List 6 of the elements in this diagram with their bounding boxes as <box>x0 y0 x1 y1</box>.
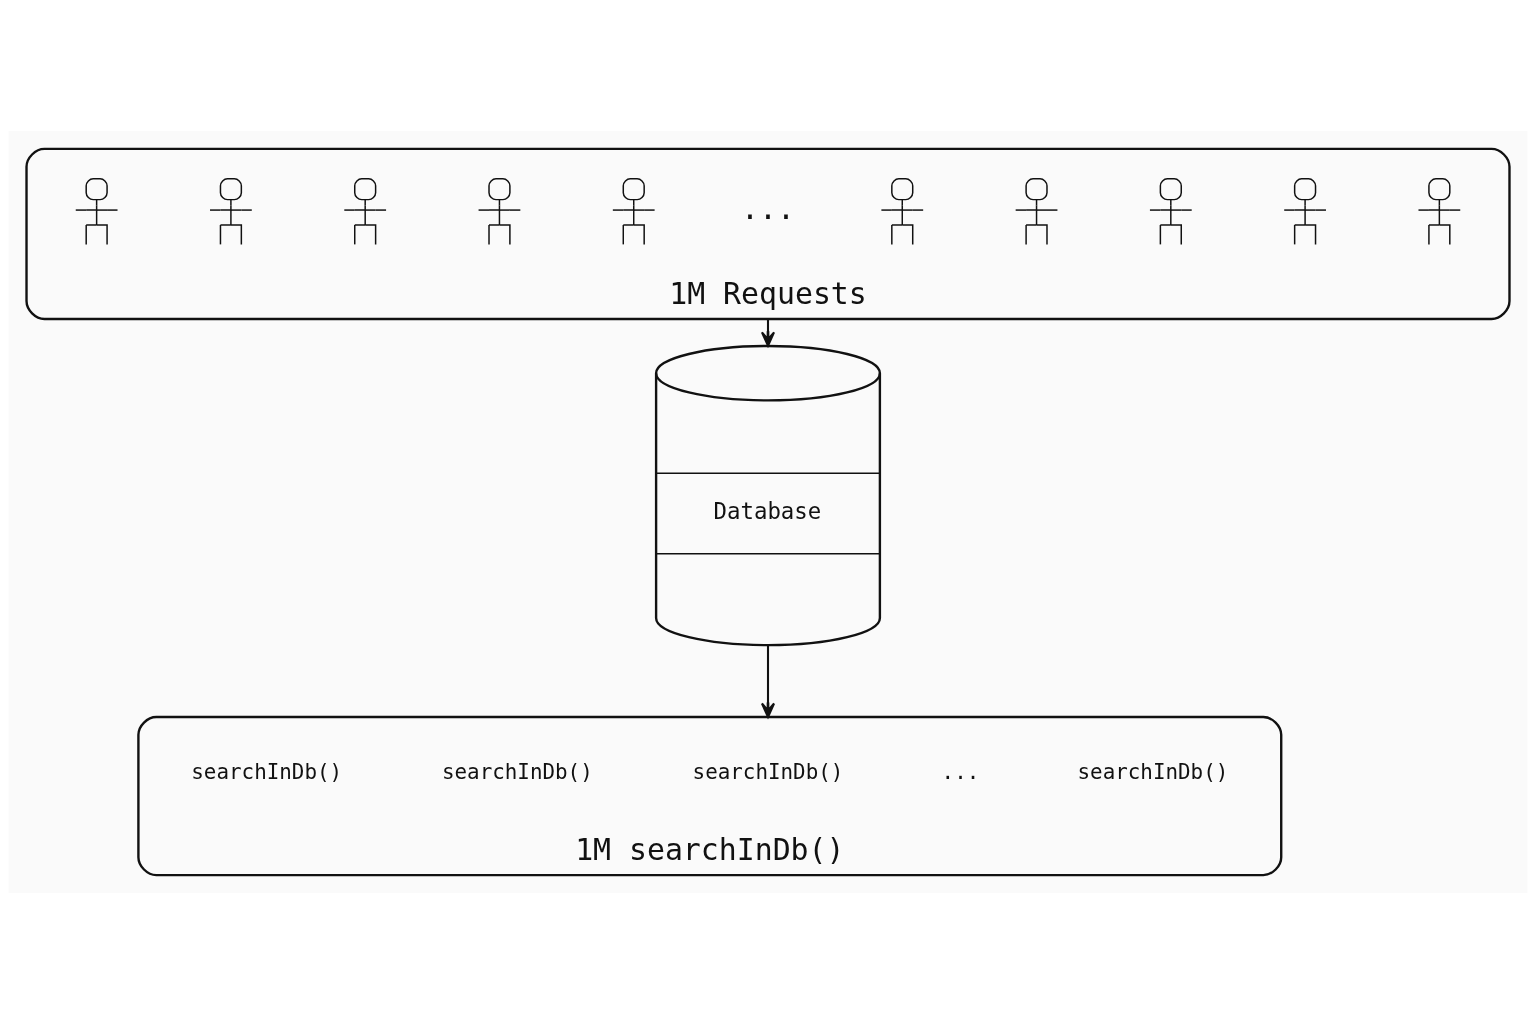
label: searchInDb() <box>692 760 844 785</box>
label: searchInDb() <box>1077 760 1229 785</box>
label: ... <box>941 760 980 785</box>
label: searchInDb() <box>191 760 343 785</box>
label: ... <box>741 191 795 227</box>
label: searchInDb() <box>441 760 593 785</box>
